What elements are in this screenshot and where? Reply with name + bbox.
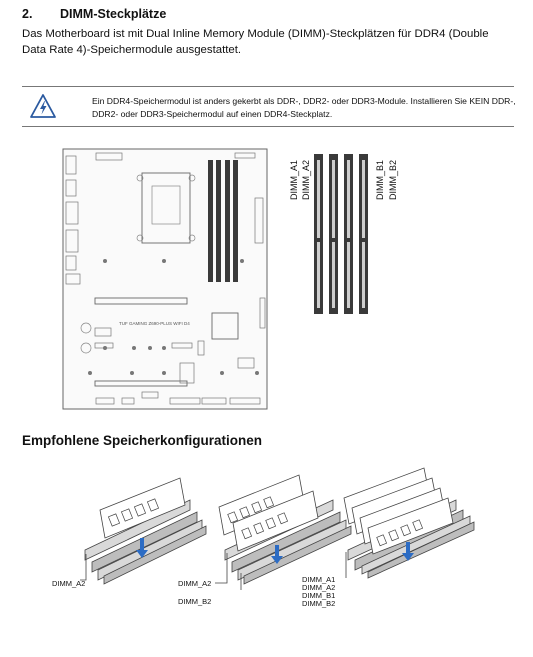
section-number: 2. — [22, 7, 33, 21]
config-one-label-a2: DIMM_A2 — [52, 579, 86, 588]
section-title: DIMM-Steckplätze — [60, 7, 167, 21]
configs-heading: Empfohlene Speicherkonfigurationen — [22, 433, 263, 448]
config-four-label-a2: DIMM_A2 — [302, 583, 336, 592]
config-two-label-a2: DIMM_A2 — [178, 579, 212, 588]
warning-text: Ein DDR4-Speichermodul ist anders gekerb… — [92, 96, 516, 119]
config-four-label-b2: DIMM_B2 — [302, 599, 336, 608]
config-two-modules — [215, 474, 352, 590]
intro-paragraph: Das Motherboard ist mit Dual Inline Memo… — [22, 28, 489, 56]
warning-bottom-rule — [22, 126, 514, 127]
motherboard-layout: TUF GAMING Z690-PLUS WIFI D4 — [62, 148, 268, 410]
config-four-label-b1: DIMM_B1 — [302, 591, 336, 600]
slot-label-b1: DIMM_B1 — [375, 159, 385, 200]
config-four-label-a1: DIMM_A1 — [302, 575, 336, 584]
board-model-label: TUF GAMING Z690-PLUS WIFI D4 — [119, 321, 190, 326]
section-heading: 2. DIMM-Steckplätze — [22, 7, 166, 21]
electric-hazard-icon — [30, 94, 56, 118]
slot-label-a2: DIMM_A2 — [301, 159, 311, 200]
config-one-module — [80, 477, 207, 585]
config-two-label-b2: DIMM_B2 — [178, 597, 212, 606]
dimm-slots-zoom — [314, 154, 368, 314]
slot-label-a1: DIMM_A1 — [289, 159, 299, 200]
warning-top-rule — [22, 86, 514, 87]
slot-label-b2: DIMM_B2 — [388, 159, 398, 200]
config-four-modules — [343, 467, 475, 579]
